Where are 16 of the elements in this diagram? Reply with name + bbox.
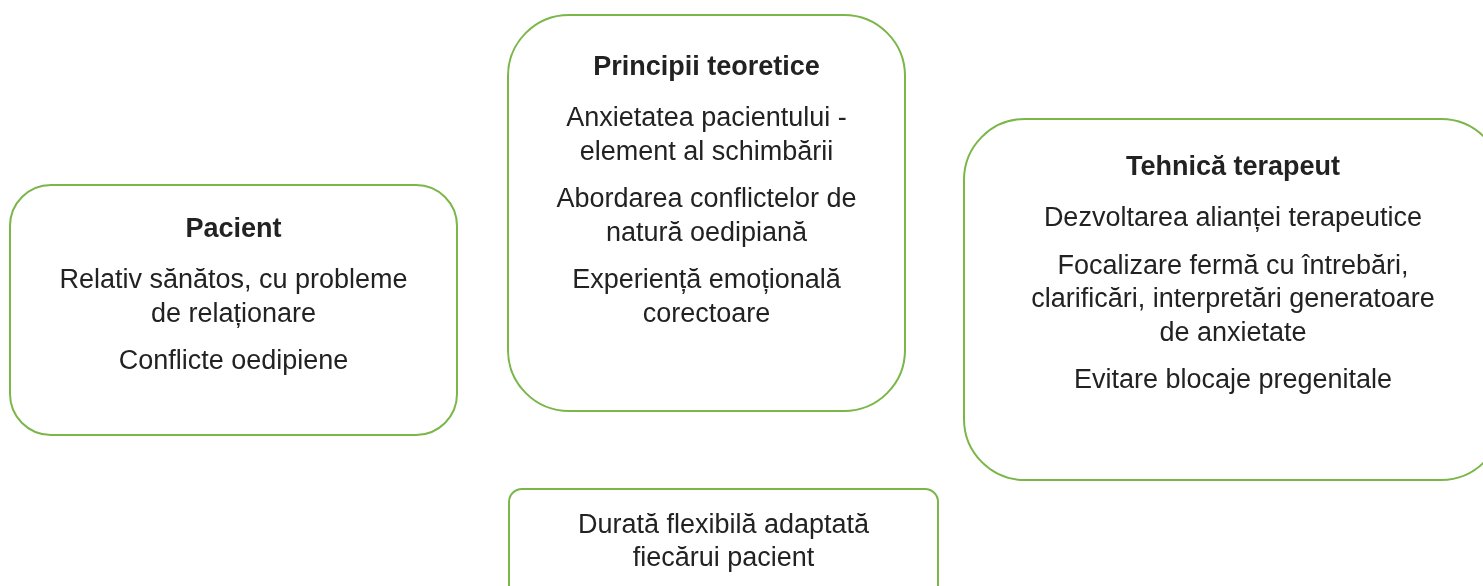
rounded-box xyxy=(507,14,906,412)
box-heading: Principii teoretice xyxy=(593,50,820,83)
box-text: Dezvoltarea alianței terapeutice xyxy=(1043,201,1423,235)
rounded-box xyxy=(508,488,939,586)
box-text: Evitare blocaje pregenitale xyxy=(1073,363,1393,397)
box-text: Abordarea conflictelor de natură oedipiană xyxy=(555,182,858,249)
box-text: Durată flexibilă adaptată fiecărui pacient xyxy=(576,508,871,575)
box-text: Experiență emoțională corectoare xyxy=(571,263,842,330)
box-text: Anxietatea pacientului - element al schimbării xyxy=(565,101,848,168)
rounded-box xyxy=(9,184,458,436)
box-text: Conflicte oedipiene xyxy=(118,344,349,378)
box-heading: Pacient xyxy=(185,212,282,245)
box-text: Relativ sănătos, cu probleme de relaționare xyxy=(58,263,409,330)
box-heading: Tehnică terapeut xyxy=(1125,150,1341,183)
box-text: Focalizare fermă cu întrebări, clarificări, interpretări generatoare de anxietate xyxy=(1030,248,1436,349)
rounded-box xyxy=(963,118,1483,481)
